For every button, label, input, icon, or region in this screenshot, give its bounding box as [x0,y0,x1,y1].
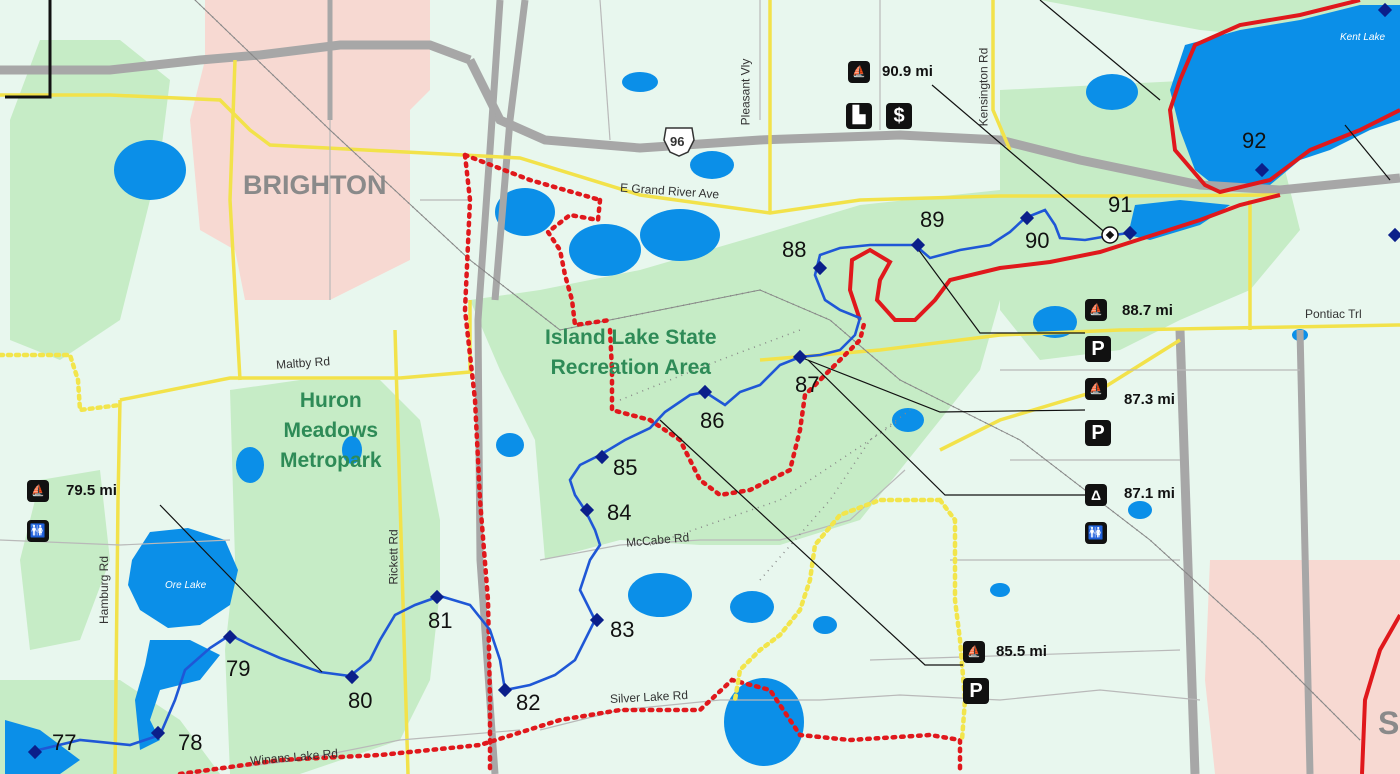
mile-83: 83 [610,617,635,642]
mile-81: 81 [428,608,453,633]
railroad-line [194,0,1361,741]
canoe-icon: ⛵ [1085,299,1107,321]
canoe-icon: ⛵ [1085,378,1107,400]
park-label-huron-meadows: Huron Meadows Metropark [280,389,382,472]
parking-icon: P [1085,336,1111,362]
restroom-icon: 🚻 [27,520,49,542]
park-label-island-lake: Island Lake State Recreation Area [545,326,717,379]
mile-85: 85 [613,455,638,480]
mile-92: 92 [1242,128,1267,153]
fee-icon: $ [886,103,912,129]
kent-lake [1170,5,1400,190]
mile-90: 90 [1025,228,1050,253]
yellow-dotted-trail [0,352,968,743]
restroom-icon: 🚻 [1085,522,1107,544]
canoe-icon: ⛵ [963,641,985,663]
i96-shield-graphic [663,127,695,157]
access-distance: 88.7 mi [1122,302,1173,319]
lake-label-kent: Kent Lake [1340,32,1386,43]
road-label-rickett: Rickett Rd [386,529,401,585]
mile-80: 80 [348,688,373,713]
urban-area [190,0,1400,774]
mile-86: 86 [700,408,725,433]
parking-icon: P [1085,420,1111,446]
mile-79: 79 [226,656,251,681]
mile-diamonds [27,2,1400,760]
mile-84: 84 [607,500,632,525]
mile-88: 88 [782,237,807,262]
mile-77: 77 [52,730,77,755]
red-trail [847,0,1400,774]
mile-78: 78 [178,730,203,755]
i96-shield: 96 [670,134,685,149]
access-distance: 79.5 mi [66,482,117,499]
city-label-brighton: BRIGHTON [243,170,387,200]
map-cutoff-letter: S [1378,705,1400,741]
mile-82: 82 [516,690,541,715]
road-label-hamburg: Hamburg Rd [97,555,112,625]
mile-91: 91 [1108,192,1133,217]
ore-lake [128,528,238,628]
access-distance: 87.1 mi [1124,485,1175,502]
mile-89: 89 [920,207,945,232]
road-label-pleasant-vly: Pleasant Vly [738,58,753,126]
small-lakes [114,72,1308,766]
parking-icon: P [963,678,989,704]
road-label-pontiac: Pontiac Trl [1305,307,1362,321]
road-label-kensington: Kensington Rd [976,47,991,127]
leader-lines [5,0,1391,673]
red-dotted-trail [177,152,963,774]
camping-icon: Δ [1085,484,1107,506]
canoe-icon: ⛵ [27,480,49,502]
canoe-icon: ⛵ [848,61,870,83]
access-distance: 85.5 mi [996,643,1047,660]
lake-label-ore: Ore Lake [165,580,207,591]
boat-launch-icon: ▙ [846,103,872,129]
access-distance: 87.3 mi [1124,391,1175,408]
access-distance: 90.9 mi [882,63,933,80]
mile-87: 87 [795,372,820,397]
